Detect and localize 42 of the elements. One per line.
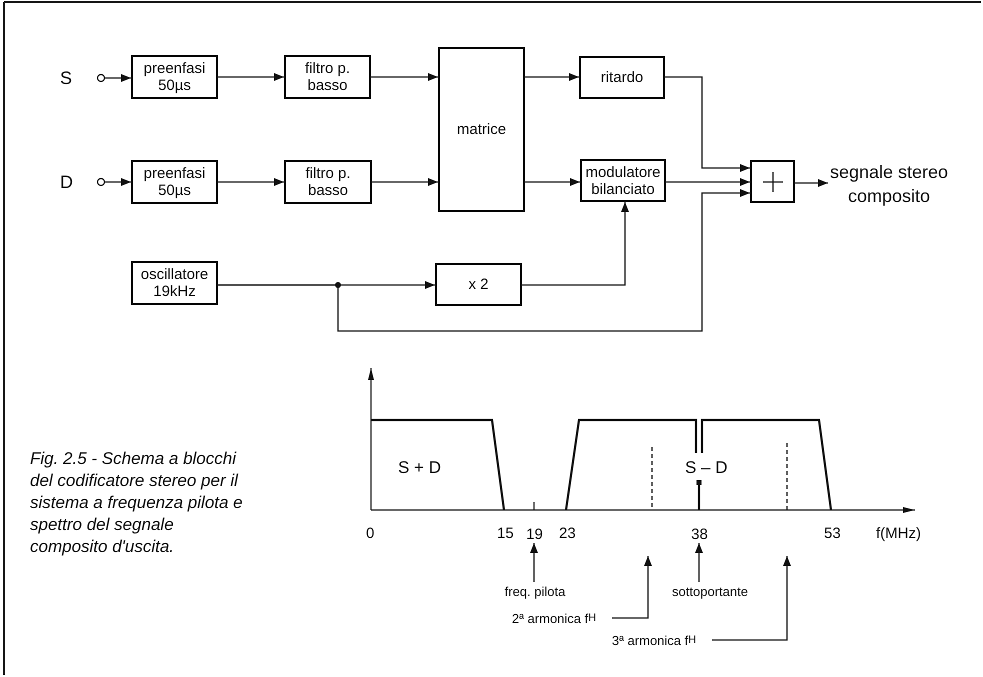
tick-label: 15: [497, 525, 514, 542]
signal-label: D: [60, 170, 97, 194]
arrow: [96, 74, 131, 82]
arrow: [525, 73, 579, 81]
process-box: ritardo: [579, 56, 665, 99]
arrow: [666, 178, 750, 186]
arrow: [372, 178, 438, 186]
arrow: [665, 76, 750, 172]
annotation-label: freq. pilota: [490, 582, 580, 600]
arrow: [96, 178, 131, 186]
process-box: preenfasi 50µs: [131, 160, 218, 204]
process-box: matrice: [438, 47, 525, 212]
process-box: filtro p. basso: [284, 55, 371, 99]
output-label: segnale stereo composito: [828, 148, 950, 220]
process-box: preenfasi 50µs: [131, 55, 218, 99]
tick-label: 23: [559, 525, 576, 542]
process-box: x 2: [435, 263, 522, 306]
process-box: filtro p. basso: [284, 160, 372, 204]
arrow: [218, 189, 750, 332]
arrow: [218, 178, 284, 186]
arrow: [522, 202, 629, 286]
band-label: S + D: [398, 458, 441, 478]
arrow: [795, 179, 828, 187]
process-box: oscillatore 19kHz: [131, 261, 218, 305]
signal-label: S: [60, 66, 97, 90]
tick-label: 0: [366, 525, 374, 542]
annotation-label: sottoportante: [670, 582, 750, 600]
leader-line: [712, 556, 791, 641]
process-box: modulatore bilanciato: [580, 159, 666, 202]
summer-box: [750, 160, 795, 203]
tick-label: 19: [526, 525, 543, 543]
leader-line: [612, 556, 652, 619]
arrow: [371, 73, 438, 81]
band-label: S – D: [685, 458, 728, 478]
arrow: [525, 178, 580, 186]
figure-caption: Fig. 2.5 - Schema a blocchi del codificatore stereo per il sistema a frequenza pilota e spettro del segnale composito d'uscita.: [30, 448, 244, 558]
axis-label: f(MHz): [876, 525, 921, 542]
arrow: [530, 543, 538, 582]
tick-label: 38: [691, 525, 708, 543]
tick-label: 53: [824, 525, 841, 542]
arrow: [695, 543, 703, 582]
arrow: [218, 73, 284, 81]
